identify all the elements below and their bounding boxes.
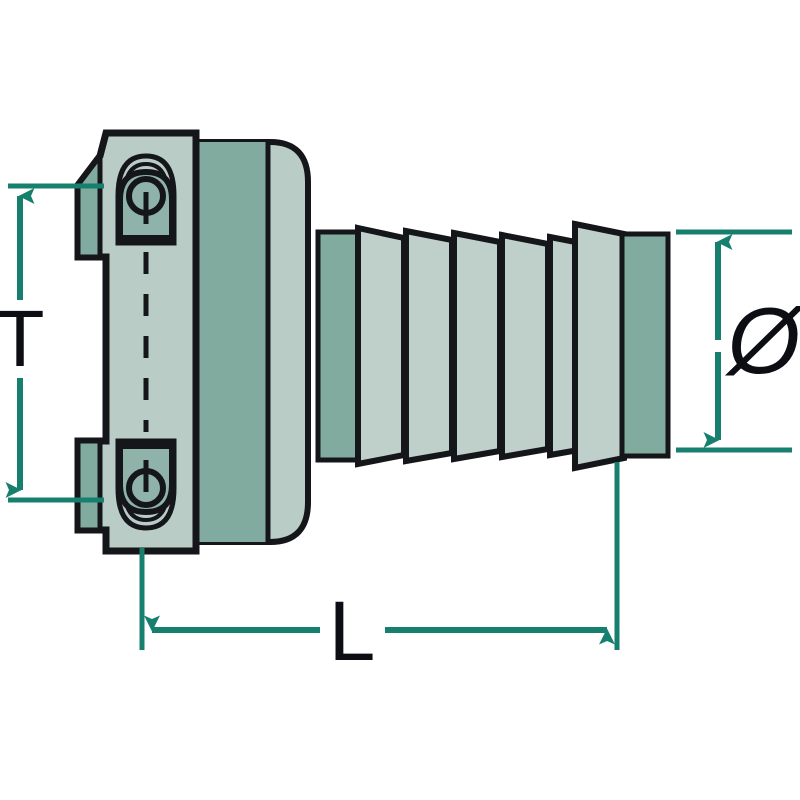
dimension-T: T [0, 183, 104, 503]
bolt-hole-top [115, 153, 177, 246]
dimension-label-T: T [0, 294, 44, 383]
barb-rib-2 [403, 227, 455, 465]
dimension-label-diameter: Ø [724, 288, 800, 393]
barb-end-face [619, 231, 671, 459]
dimension-diameter: Ø [676, 229, 800, 453]
body-shade-face [196, 142, 268, 542]
barb-rib-1 [355, 224, 407, 468]
barb-rib-4 [499, 231, 551, 461]
flange-tab-upper [75, 148, 103, 260]
barb-rib-6 [572, 220, 627, 472]
hose-barbs [355, 220, 627, 472]
barb-end-collar [619, 231, 671, 459]
part-geometry [74, 129, 671, 555]
dimension-L: L [139, 462, 620, 678]
mounting-flange [74, 129, 200, 555]
barb-rib-3 [451, 229, 503, 463]
bolt-hole-bottom [115, 438, 177, 531]
body-block [193, 139, 311, 545]
flange-tab-lower [75, 438, 103, 533]
dimension-label-L: L [329, 584, 376, 678]
